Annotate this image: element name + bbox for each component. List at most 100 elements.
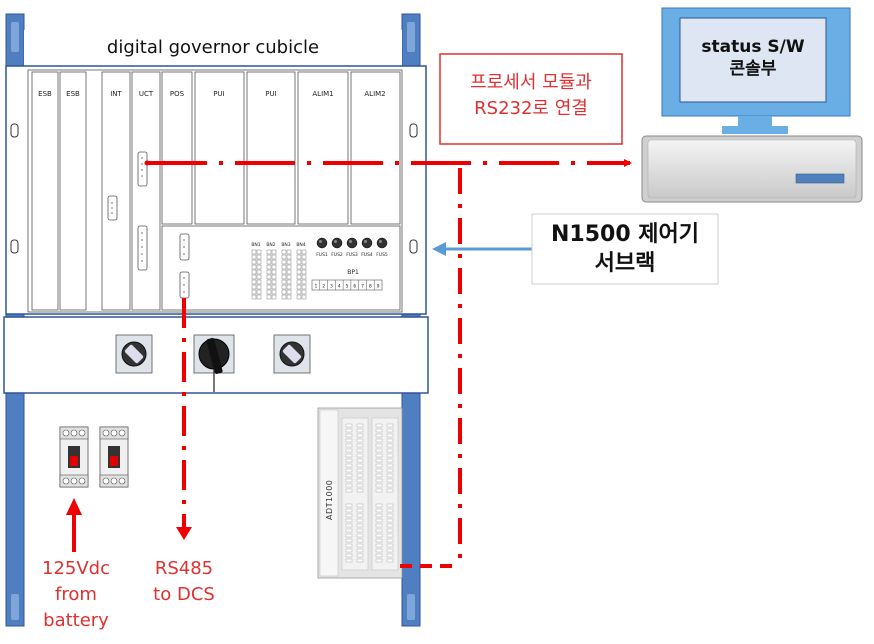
- adt-pin: [375, 468, 383, 473]
- terminal-cell: [266, 269, 272, 275]
- terminal-cell: [251, 284, 257, 290]
- module-pui-1: [194, 71, 245, 225]
- adt-pin: [386, 483, 394, 488]
- rs485-label: RS485 to DCS: [136, 556, 232, 608]
- adt-pin: [345, 458, 353, 463]
- module-label: POS: [170, 90, 185, 98]
- adt-pin: [375, 518, 383, 523]
- adt-pin: [375, 548, 383, 553]
- backplane-panel: [161, 225, 401, 311]
- terminal-cell: [286, 294, 292, 300]
- adt-pin: [386, 508, 394, 513]
- terminal-cell: [251, 279, 257, 285]
- terminal-cell: [286, 269, 292, 275]
- fuse-highlight: [364, 240, 367, 243]
- rs232-callout-line2: RS232로 연결: [474, 98, 588, 119]
- module-label: PUI: [265, 90, 276, 98]
- adt-pin: [386, 443, 394, 448]
- adt-pin: [375, 458, 383, 463]
- module-label: ALIM1: [312, 90, 333, 98]
- module-label: ESB: [66, 90, 80, 98]
- adt-pin: [386, 523, 394, 528]
- adt-pin: [345, 483, 353, 488]
- adt-pin: [386, 428, 394, 433]
- terminal-cell: [251, 254, 257, 260]
- terminal-cell: [301, 274, 307, 280]
- adt-pin: [386, 423, 394, 428]
- bn-label: BN2: [266, 242, 275, 248]
- module-label: INT: [110, 90, 122, 98]
- adt-pin: [345, 448, 353, 453]
- adt-pin: [375, 533, 383, 538]
- module-alim2: [350, 71, 401, 225]
- terminal-cell: [271, 264, 277, 270]
- terminal-cell: [251, 269, 257, 275]
- adt-pin: [375, 453, 383, 458]
- adt-pin: [356, 503, 364, 508]
- adt-pin: [375, 508, 383, 513]
- module-alim1: [297, 71, 349, 225]
- terminal-cell: [301, 269, 307, 275]
- terminal-cell: [281, 294, 287, 300]
- adt-pin: [375, 538, 383, 543]
- terminal-cell: [296, 249, 302, 255]
- adt-pin: [345, 438, 353, 443]
- fuse-holder: [346, 237, 358, 249]
- bp-terminal-number: 9: [377, 284, 380, 290]
- terminal-cell: [256, 274, 262, 280]
- terminal-cell: [296, 284, 302, 290]
- adt-pin: [345, 503, 353, 508]
- fuse-holder: [316, 237, 328, 249]
- fuse-label: FUS2: [331, 252, 343, 258]
- terminal-cell: [271, 274, 277, 280]
- adt-pin: [386, 528, 394, 533]
- bp-terminal-number: 8: [369, 284, 372, 290]
- adt-pin: [375, 503, 383, 508]
- adt-pin: [375, 428, 383, 433]
- terminal-cell: [281, 269, 287, 275]
- power-feed-label: 125Vdc from battery: [28, 556, 124, 634]
- terminal-cell: [286, 274, 292, 280]
- terminal-cell: [256, 294, 262, 300]
- adt-pin: [345, 543, 353, 548]
- adt-pin: [345, 453, 353, 458]
- terminal-cell: [286, 279, 292, 285]
- adt-pin: [375, 438, 383, 443]
- fuse-holder: [331, 237, 343, 249]
- circuit-breakers: [59, 426, 129, 488]
- power-feed-line2: from: [55, 584, 97, 605]
- adt-pin: [345, 428, 353, 433]
- adt-pin: [356, 463, 364, 468]
- monitor: [661, 7, 851, 134]
- subrack-pointer-arrow: [432, 242, 532, 256]
- adt-pin: [345, 468, 353, 473]
- bn-label: BN4: [296, 242, 305, 248]
- adt-pin: [356, 553, 364, 558]
- bp-terminal-number: 1: [314, 284, 317, 290]
- adt-pin: [375, 448, 383, 453]
- adt-pin: [345, 528, 353, 533]
- adt-pin: [356, 443, 364, 448]
- terminal-cell: [251, 249, 257, 255]
- adt-pin: [356, 508, 364, 513]
- adt-pin: [356, 478, 364, 483]
- adt-pin: [375, 528, 383, 533]
- bp-label: BP1: [347, 269, 359, 276]
- adt-pin: [375, 523, 383, 528]
- adt-pin: [345, 538, 353, 543]
- adt-pin: [375, 473, 383, 478]
- terminal-cell: [301, 284, 307, 290]
- pc-unit: [641, 135, 863, 203]
- adt-pin: [345, 463, 353, 468]
- module-label: PUI: [213, 90, 224, 98]
- adt-pin: [345, 523, 353, 528]
- terminal-cell: [256, 289, 262, 295]
- power-feed-arrow: [66, 498, 82, 552]
- module-cards: ESB ESB INT UCT POS PUI PUI ALIM1 ALIM2 …: [31, 71, 401, 311]
- bp-terminal-number: 5: [346, 284, 349, 290]
- module-label: ALIM2: [364, 90, 385, 98]
- adt-pin: [356, 528, 364, 533]
- terminal-cell: [256, 259, 262, 265]
- terminal-cell: [296, 279, 302, 285]
